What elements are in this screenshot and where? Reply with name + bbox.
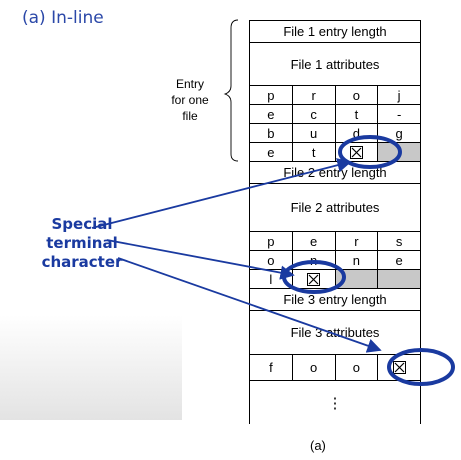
special-label-line-1: Special — [51, 215, 113, 233]
entry-label-line-3: file — [182, 109, 198, 123]
cell: n — [334, 250, 378, 269]
cell: o — [249, 250, 292, 269]
arrow-to-file1-terminal — [91, 158, 352, 229]
file1-row-4: e t — [249, 142, 421, 161]
cell: u — [291, 123, 335, 142]
special-label-line-2: terminal — [46, 234, 118, 252]
highlight-ellipse-file2 — [282, 260, 346, 294]
terminal-char-icon — [349, 145, 363, 159]
file2-row-1: p e r s — [249, 231, 421, 250]
cell: r — [334, 231, 378, 250]
figure-caption: (a) — [310, 438, 326, 453]
terminal-char-icon — [392, 361, 406, 374]
cell: t — [291, 142, 335, 161]
terminal-char-icon — [307, 272, 321, 286]
cell: s — [377, 231, 421, 250]
special-label-line-3: character — [41, 253, 123, 271]
special-terminal-label: Special terminal character — [32, 215, 132, 272]
cell: e — [249, 142, 292, 161]
cell: t — [334, 104, 378, 123]
cell: c — [291, 104, 335, 123]
cell: p — [249, 85, 292, 104]
entry-label-line-1: Entry — [175, 77, 204, 91]
cell: o — [334, 85, 378, 104]
cell: o — [334, 354, 378, 380]
arrow-to-file2-terminal — [106, 239, 295, 280]
cell: e — [377, 250, 421, 269]
cell: e — [291, 231, 335, 250]
file1-length-row: File 1 entry length — [249, 20, 421, 42]
slide-title: (a) In-line — [22, 8, 104, 28]
file1-row-1: p r o j — [249, 85, 421, 104]
file2-attributes-row: File 2 attributes — [249, 183, 421, 231]
cell: g — [377, 123, 421, 142]
highlight-ellipse-file1 — [338, 135, 402, 169]
entry-brace — [223, 19, 239, 162]
cell: j — [377, 85, 421, 104]
file1-attributes-row: File 1 attributes — [249, 42, 421, 85]
file2-row-2: o n n e — [249, 250, 421, 269]
unused-cell — [377, 269, 421, 288]
left-panel — [0, 0, 182, 420]
file3-attributes-row: File 3 attributes — [249, 310, 421, 354]
file1-row-2: e c t - — [249, 104, 421, 123]
entry-label: Entry for one file — [140, 76, 240, 124]
cell: f — [249, 354, 292, 380]
continuation-area: ⋮ — [249, 380, 421, 424]
entry-label-line-2: for one — [171, 93, 209, 107]
cell: r — [291, 85, 335, 104]
cell: b — [249, 123, 292, 142]
cell: - — [377, 104, 421, 123]
file3-row-1: f o o — [249, 354, 421, 380]
ellipsis: ⋮ — [327, 394, 343, 412]
cell: e — [249, 104, 292, 123]
terminal-cell — [334, 142, 378, 161]
arrow-to-file3-terminal — [117, 257, 382, 353]
cell: p — [249, 231, 292, 250]
cell: o — [291, 354, 335, 380]
highlight-ellipse-file3 — [387, 348, 455, 386]
